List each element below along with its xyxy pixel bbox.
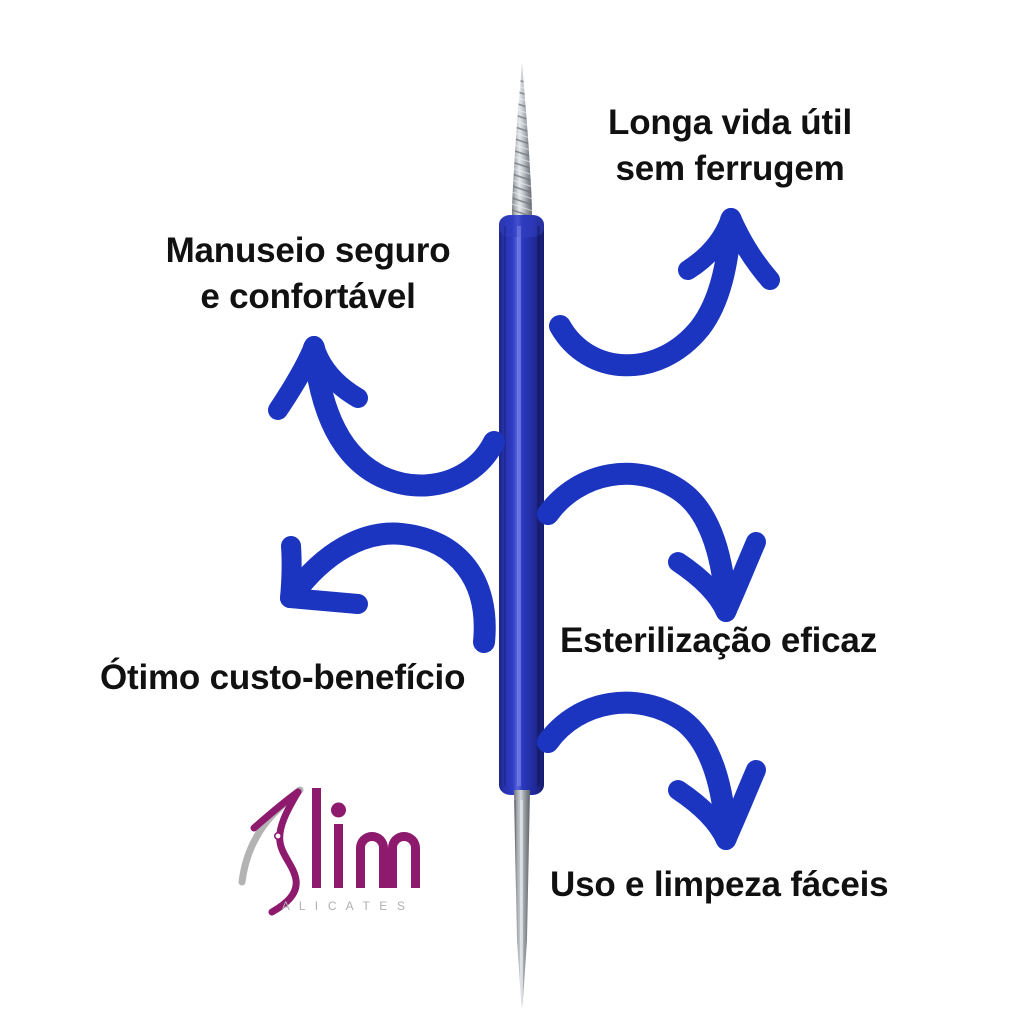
tool-bottom-point (514, 790, 530, 1008)
brand-logo-slim-alicates: A L I C A T E S (238, 786, 420, 916)
callout-custo-beneficio: Ótimo custo-benefício (100, 658, 466, 697)
tool-handle (499, 215, 544, 795)
callout-manuseio: Manuseio seguro e confortável (165, 231, 451, 316)
arrow-up-right-longa-vida (549, 208, 780, 377)
logo-wordmark-lim (312, 788, 420, 888)
callout-longa-vida: Longa vida útil sem ferrugem (608, 103, 852, 188)
logo-tagline: A L I C A T E S (282, 899, 409, 913)
callout-uso-limpeza: Uso e limpeza fáceis (550, 865, 889, 904)
callout-esterilizacao: Esterilização eficaz (560, 621, 877, 660)
logo-pliers-purple-arm (250, 788, 302, 916)
arrow-down-right-uso-limpeza (537, 691, 766, 850)
logo-pivot-dot (273, 831, 282, 840)
arrow-down-right-esterilizacao (537, 462, 766, 622)
